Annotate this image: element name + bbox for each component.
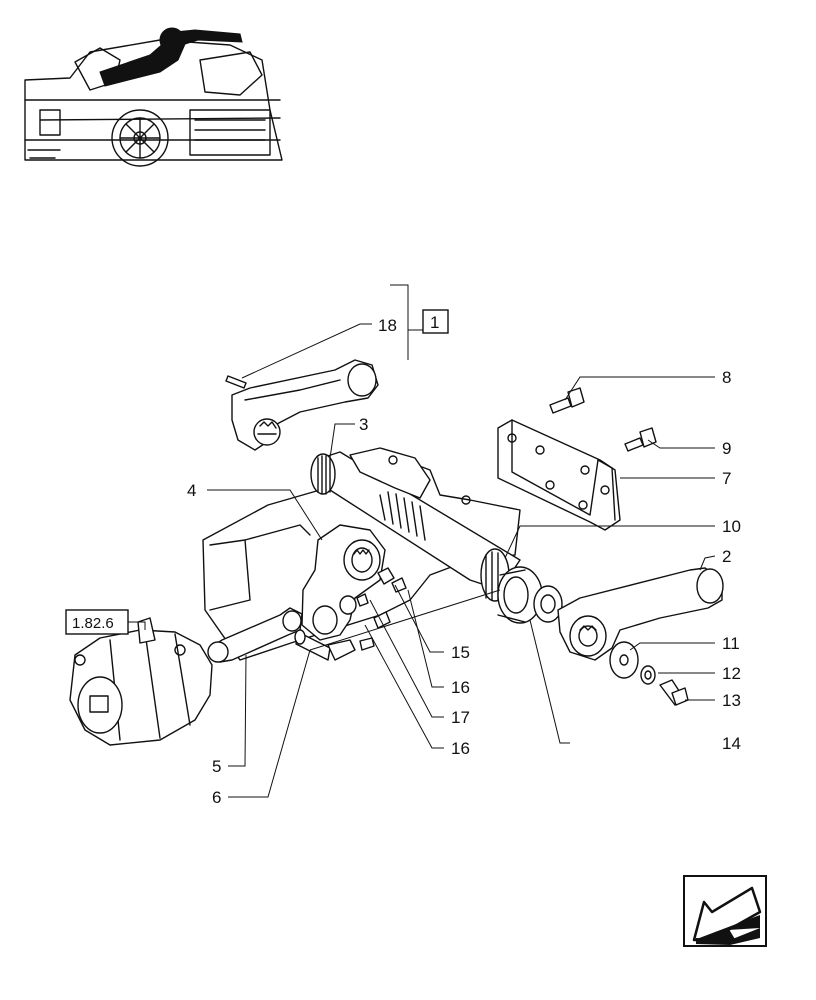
washer-11 <box>609 641 639 679</box>
callout-11: 11 <box>722 634 740 653</box>
callout-16-lower: 16 <box>451 739 470 758</box>
pin <box>294 629 356 661</box>
reference-label: 1.82.6 <box>72 615 114 632</box>
callout-4: 4 <box>187 481 196 500</box>
callout-12: 12 <box>722 664 741 683</box>
tractor-overview-thumbnail <box>24 27 283 167</box>
callout-3: 3 <box>359 415 368 434</box>
callout-1: 1 <box>430 313 439 332</box>
callout-labels: 18 1 8 3 9 7 4 10 2 11 12 13 15 16 17 16… <box>187 309 741 807</box>
mounting-bracket <box>497 419 621 531</box>
reference-box[interactable]: 1.82.6 <box>65 609 129 635</box>
callout-6: 6 <box>212 788 221 807</box>
callout-16-upper: 16 <box>451 678 470 697</box>
previous-page-arrow-icon[interactable] <box>683 875 767 947</box>
leader-lines <box>128 284 716 798</box>
callout-5: 5 <box>212 757 221 776</box>
control-lever <box>301 524 386 641</box>
lift-arm-left <box>225 359 379 451</box>
hydraulic-cylinder <box>69 617 213 746</box>
callout-17: 17 <box>451 708 470 727</box>
callout-7: 7 <box>722 469 731 488</box>
seal-ring <box>533 585 563 623</box>
callout-9: 9 <box>722 439 731 458</box>
callout-15: 15 <box>451 643 470 662</box>
callout-18: 18 <box>378 316 397 335</box>
callout-1-box <box>422 309 449 334</box>
lift-arm-right <box>557 567 724 661</box>
bolt-8 <box>549 387 585 414</box>
callout-10: 10 <box>722 517 741 536</box>
callout-13: 13 <box>722 691 741 710</box>
callout-2: 2 <box>722 547 731 566</box>
lock-washer-12 <box>640 665 656 685</box>
callout-8: 8 <box>722 368 731 387</box>
bolt-13 <box>659 679 689 706</box>
callout-14: 14 <box>722 734 741 753</box>
bolt-9 <box>624 427 657 452</box>
link-rod <box>207 607 303 663</box>
